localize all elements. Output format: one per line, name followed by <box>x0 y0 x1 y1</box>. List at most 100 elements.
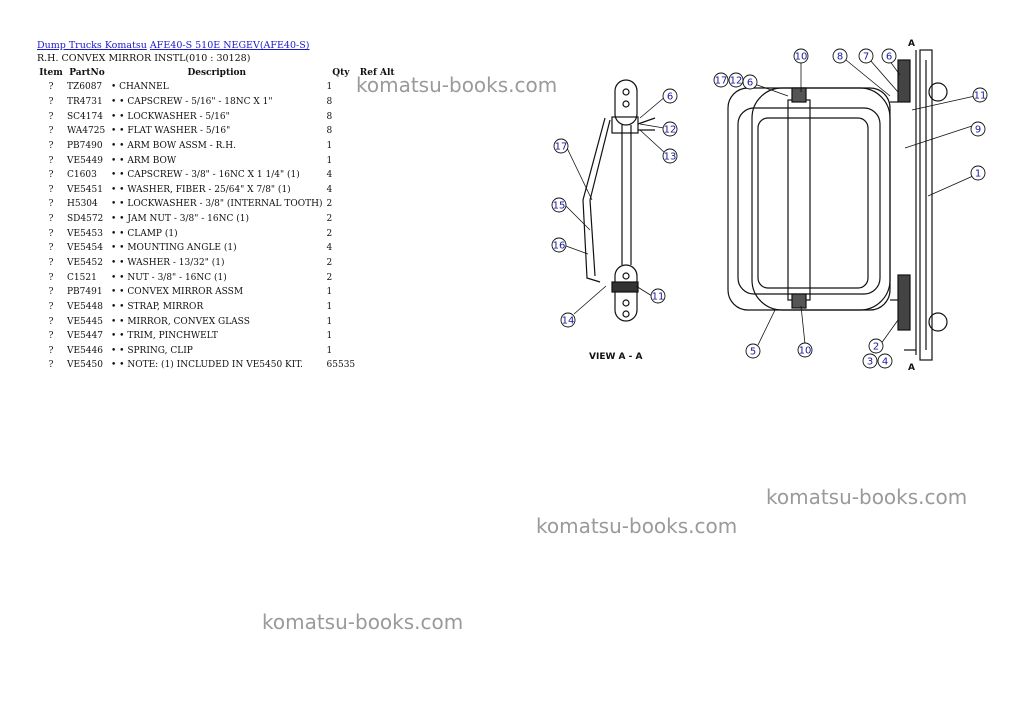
row-description-cell: • • JAM NUT - 3/8" - 16NC (1) <box>111 214 249 225</box>
row-partno-cell: WA4725 <box>67 126 106 137</box>
callout-number: 4 <box>882 357 888 368</box>
row-description-cell: • • NUT - 3/8" - 16NC (1) <box>111 272 227 283</box>
row-item-cell: ? <box>48 199 54 210</box>
row-qty-cell: 1 <box>326 155 333 166</box>
table-row: ?VE5454• • MOUNTING ANGLE (1)4 <box>37 241 397 256</box>
row-item-cell: ? <box>48 243 54 254</box>
row-item-cell: ? <box>48 345 54 356</box>
row-qty-cell: 8 <box>326 126 333 137</box>
callout-bubble <box>862 353 878 369</box>
row-description-cell: • • CAPSCREW - 5/16" - 18NC X 1" <box>111 96 273 107</box>
row-partno-cell: VE5448 <box>67 301 103 312</box>
col-header-item: Item <box>39 68 63 78</box>
callout-number: 6 <box>747 78 753 89</box>
callout-bubble <box>713 72 729 88</box>
row-qty-cell: 4 <box>326 243 333 254</box>
row-description-cell: • • LOCKWASHER - 3/8" (INTERNAL TOOTH) <box>111 199 323 210</box>
callout-bubble <box>858 48 874 64</box>
watermark: komatsu-books.com <box>536 514 738 538</box>
callout-bubble <box>662 121 678 137</box>
row-qty-cell: 8 <box>326 111 333 122</box>
row-partno-cell: SD4572 <box>67 214 104 225</box>
row-item-cell: ? <box>48 155 54 166</box>
row-partno-cell: VE5453 <box>67 228 103 239</box>
table-row: ?SC4174• • LOCKWASHER - 5/16"8 <box>37 109 397 124</box>
row-item-cell: ? <box>48 287 54 298</box>
callout-number: 8 <box>837 52 843 63</box>
row-item-cell: ? <box>48 170 54 181</box>
row-item-cell: ? <box>48 301 54 312</box>
callout-bubble <box>970 165 986 181</box>
callout-number: 10 <box>795 52 808 63</box>
row-partno-cell: TZ6087 <box>67 82 103 93</box>
row-description-cell: • • ARM BOW <box>111 155 177 166</box>
col-header-description: Description <box>187 68 247 78</box>
row-partno-cell: VE5451 <box>67 184 103 195</box>
breadcrumb-link-category[interactable]: Dump Trucks Komatsu <box>37 40 147 51</box>
table-header-row: Item PartNo Description Qty Ref Alt <box>37 66 397 80</box>
row-description-cell: • • FLAT WASHER - 5/16" <box>111 126 231 137</box>
view-label: VIEW A - A <box>589 352 642 362</box>
callout-bubble <box>551 197 567 213</box>
callout-number: 9 <box>975 125 981 136</box>
table-row: ? C1603 • • CAPSCREW - 3/8" - 16NC X 1 1/4… <box>37 168 397 183</box>
row-description-cell: • • NOTE: (1) INCLUDED IN VE5450 KIT. <box>111 360 303 371</box>
row-item-cell: ? <box>48 331 54 342</box>
table-row: ?PB7490• • ARM BOW ASSM - R.H.1 <box>37 139 397 154</box>
callout-number: 13 <box>664 152 677 163</box>
breadcrumb: Dump Trucks Komatsu AFE40-S 510E NEGEV(A… <box>37 40 309 51</box>
row-item-cell: ? <box>48 272 54 283</box>
row-qty-cell: 2 <box>326 272 333 283</box>
callout-number: 17 <box>715 76 728 87</box>
page-title: R.H. CONVEX MIRROR INSTL(010 : 30128) <box>37 53 251 64</box>
watermark: komatsu-books.com <box>262 610 464 634</box>
callout-number: 2 <box>873 342 879 353</box>
section-marker-top: A <box>908 39 915 49</box>
callout-number: 12 <box>664 125 677 136</box>
callout-bubble <box>662 88 678 104</box>
callout-bubble <box>797 342 813 358</box>
row-description-cell: • • SPRING, CLIP <box>111 345 193 356</box>
callout-number: 3 <box>867 357 873 368</box>
row-description-cell: • • CAPSCREW - 3/8" - 16NC X 1 1/4" (1) <box>111 170 300 181</box>
table-row: ? C1521 • • NUT - 3/8" - 16NC (1) 2 <box>37 270 397 285</box>
callout-bubble <box>972 87 988 103</box>
callout-bubble <box>832 48 848 64</box>
row-qty-cell: 1 <box>326 82 333 93</box>
row-partno-cell: C1603 <box>67 170 97 181</box>
table-row: ?VE5450• • NOTE: (1) INCLUDED IN VE5450 … <box>37 358 397 373</box>
row-item-cell: ? <box>48 258 54 268</box>
callout-bubble <box>970 121 986 137</box>
breadcrumb-link-model[interactable]: AFE40-S 510E NEGEV(AFE40-S) <box>149 40 310 51</box>
callout-bubble <box>742 74 758 90</box>
table-row: ?VE5452• • WASHER - 13/32" (1)2 <box>37 256 397 271</box>
row-qty-cell: 2 <box>326 258 333 268</box>
callout-number: 5 <box>750 347 756 358</box>
row-qty-cell: 4 <box>326 170 333 181</box>
row-description-cell: • • WASHER - 13/32" (1) <box>111 258 225 268</box>
table-row: ?VE5453• • CLAMP (1)2 <box>37 226 397 241</box>
callout-bubble <box>650 288 666 304</box>
table-row: ?SD4572• • JAM NUT - 3/8" - 16NC (1)2 <box>37 212 397 227</box>
row-description-cell: • • LOCKWASHER - 5/16" <box>111 111 230 122</box>
row-description-cell: • • CONVEX MIRROR ASSM <box>111 287 244 298</box>
row-description-cell: • • CLAMP (1) <box>111 228 178 239</box>
row-qty-cell: 2 <box>326 199 333 210</box>
callout-number: 6 <box>886 52 892 63</box>
row-qty-cell: 65535 <box>326 360 356 371</box>
row-description-cell: • • MIRROR, CONVEX GLASS <box>111 316 250 327</box>
row-partno-cell: VE5445 <box>67 316 103 327</box>
callout-number: 1 <box>975 169 981 180</box>
callout-number: 17 <box>555 142 568 153</box>
row-partno-cell: C1521 <box>67 272 97 283</box>
callout-bubble <box>881 48 897 64</box>
